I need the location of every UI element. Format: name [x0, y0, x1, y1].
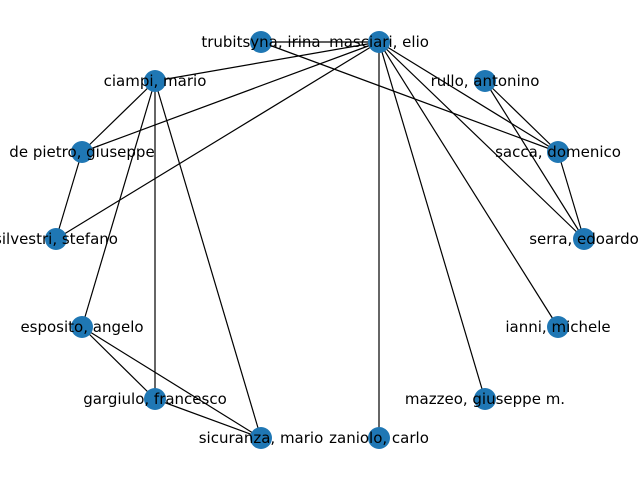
node-trubitsyna: [250, 31, 272, 53]
node-label-ianni: ianni, michele: [505, 318, 610, 336]
label-layer: masciari, elio rullo, antonino sacca, dome…: [0, 33, 639, 447]
edge-sacca-serra: [557, 151, 585, 240]
node-label-ciampi: ciampi, mario: [104, 72, 207, 90]
node-serra: [573, 228, 595, 250]
node-masciari: [368, 31, 390, 53]
edge-masciari-silvestri: [55, 41, 380, 240]
node-silvestri: [45, 228, 67, 250]
node-label-gargiulo: gargiulo, francesco: [83, 390, 227, 408]
node-label-sicuranza: sicuranza, mario: [199, 429, 324, 447]
node-zaniolo: [368, 427, 390, 449]
edge-masciari-ciampi: [154, 41, 380, 82]
node-label-masciari: masciari, elio: [329, 33, 429, 51]
edge-masciari-sacca: [378, 41, 559, 153]
node-depietro: [71, 141, 93, 163]
node-label-silvestri: silvestri, stefano: [0, 230, 118, 248]
node-layer: [45, 31, 595, 449]
edge-esposito-gargiulo: [81, 326, 156, 400]
node-label-rullo: rullo, antonino: [431, 72, 540, 90]
edge-esposito-sicuranza: [81, 326, 262, 439]
edge-gargiulo-sicuranza: [154, 398, 262, 439]
edge-masciari-ianni: [378, 41, 559, 328]
node-label-esposito: esposito, angelo: [20, 318, 143, 336]
node-label-sacca: sacca, domenico: [495, 143, 621, 161]
edge-layer: [55, 41, 585, 439]
edge-rullo-serra: [484, 80, 585, 240]
node-mazzeo: [474, 388, 496, 410]
node-label-serra: serra, edoardo: [529, 230, 639, 248]
edge-masciari-mazzeo: [378, 41, 486, 400]
node-gargiulo: [144, 388, 166, 410]
node-ianni: [547, 316, 569, 338]
node-label-depietro: de pietro, giuseppe: [9, 143, 154, 161]
node-sicuranza: [250, 427, 272, 449]
edge-trubitsyna-sacca: [260, 41, 559, 153]
node-label-mazzeo: mazzeo, giuseppe m.: [405, 390, 565, 408]
edge-ciampi-depietro: [81, 80, 156, 153]
node-label-trubitsyna: trubitsyna, irina: [201, 33, 320, 51]
node-rullo: [474, 70, 496, 92]
edge-masciari-serra: [378, 41, 585, 240]
edge-ciampi-esposito: [81, 80, 156, 328]
edge-rullo-sacca: [484, 80, 559, 153]
node-label-zaniolo: zaniolo, carlo: [329, 429, 429, 447]
edge-ciampi-sicuranza: [154, 80, 262, 439]
node-ciampi: [144, 70, 166, 92]
edge-depietro-silvestri: [55, 151, 83, 240]
node-esposito: [71, 316, 93, 338]
node-sacca: [547, 141, 569, 163]
edge-masciari-depietro: [81, 41, 380, 153]
